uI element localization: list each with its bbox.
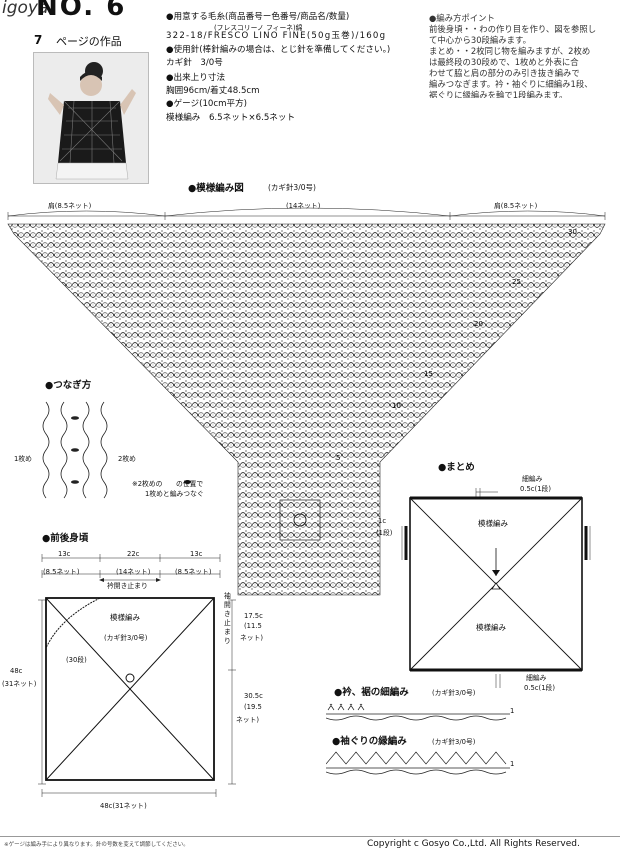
gauge-value: 模様編み 6.5ネット×6.5ネット [166, 113, 296, 123]
body-pattern-label: 模様編み [110, 613, 140, 622]
notes-line: 前後身頃・・わの作り目を作り、図を参照し [429, 24, 597, 34]
center-net-label: (14ネット) [286, 202, 321, 210]
size-value: 胸囲96cm/着丈48.5cm [166, 86, 260, 96]
neck-stop-label: 衿開き止まり [107, 582, 148, 590]
assembly-title: ●まとめ [438, 462, 475, 473]
width-left: 13c [58, 550, 71, 558]
height-top-net: (11.5 [244, 622, 262, 630]
height-bottom-unit: ネット) [236, 716, 260, 724]
height-left: 48c [10, 667, 23, 675]
collar-row-mark: 1 [510, 707, 515, 715]
footer-note: ※ゲージは編み手により異なります。針の号数を変えて調節してください。 [4, 842, 189, 848]
joining-first-label: 1枚め [14, 455, 32, 463]
collar-edging-title: ●衿、裾の細編み [334, 687, 409, 698]
dimension-lines [7, 207, 606, 220]
front-back-title: ●前後身頃 [42, 533, 89, 544]
assembly-diagram [401, 488, 591, 688]
sleeve-edging-chart [326, 751, 510, 775]
center-ring [293, 513, 307, 527]
needle-value: カギ針 3/0号 [166, 58, 223, 68]
rows-label: (30段) [66, 656, 87, 664]
center-ring [279, 499, 321, 541]
yarn-reading: (フレスコリーノ フィーネ)綿 [214, 24, 303, 32]
copyright: Copyright c Gosyo Co.,Ltd. All Rights Re… [367, 839, 580, 849]
size-heading: ●出来上り寸法 [166, 73, 226, 83]
needle-heading: ●使用針(棒針編みの場合は、とじ針を準備してください。) [166, 45, 391, 55]
row-number: 25 [512, 278, 521, 286]
width-right: 13c [190, 550, 203, 558]
pattern-number: NO. 6 [36, 0, 127, 22]
height-left-net: (31ネット) [2, 680, 37, 688]
notes-line: は最終段の30段めで、1枚めと外表に合 [429, 57, 579, 67]
net-mid: (14ネット) [116, 568, 151, 576]
joining-mark-icon [184, 480, 191, 484]
shoulder-right-label: 肩(8.5ネット) [494, 202, 538, 210]
row-number: 20 [474, 320, 483, 328]
notes-line: 裾ぐりに縁編みを輪で1段編みます。 [429, 90, 568, 98]
front-back-diagram [38, 554, 236, 785]
notes-line: わせて脇と肩の部分のみ引き抜き編みで [429, 68, 580, 78]
model-photo [33, 52, 149, 184]
knitting-notes: ●編み方ポイント 前後身頃・・わの作り目を作り、図を参照し て中心から30段編み… [429, 13, 605, 98]
assembly-pattern-top: 模様編み [478, 519, 508, 528]
page-label: ページの作品 [56, 35, 122, 48]
row-number: 5 [336, 454, 340, 462]
row-number: 15 [424, 370, 433, 378]
notes-line: まとめ・・2枚同じ物を編みますが、2枚め [429, 46, 591, 56]
bottom-edge-value: 0.5c(1段) [524, 684, 555, 692]
yarn-line: 322-18/FRESCO LINO FINE(50g玉巻)/160g [166, 31, 387, 41]
yarn-heading: ●用意する毛糸(商品番号ー色番号/商品名/数量) [166, 12, 350, 22]
notes-line: て中心から30段編みます。 [429, 35, 531, 45]
width-mid: 22c [127, 550, 140, 558]
collar-edging-needle: (カギ針3/0号) [432, 689, 476, 697]
row-number: 30 [568, 228, 577, 236]
height-top: 17.5c [244, 612, 263, 620]
joining-diagram [42, 401, 108, 499]
sleeve-edging-title: ●袖ぐりの縁編み [332, 736, 407, 747]
net-right: (8.5ネット) [175, 568, 212, 576]
bottom-width-label: 48c(31ネット) [100, 802, 147, 810]
row-number: 10 [392, 402, 401, 410]
notes-heading: ●編み方ポイント [429, 13, 495, 23]
footer-divider [0, 836, 620, 837]
assembly-pattern-bottom: 模様編み [476, 623, 506, 632]
model-illustration [34, 53, 148, 183]
page-number: 7 [34, 33, 43, 47]
sleeve-row-mark: 1 [510, 760, 515, 768]
side-edge-value: 1c [378, 517, 387, 525]
stitch-chart: 30 25 20 15 10 5 [7, 207, 606, 596]
net-left: (8.5ネット) [43, 568, 80, 576]
chart-title: ●模様編み図 [188, 183, 244, 194]
collar-edging-chart [326, 703, 510, 721]
height-bottom-net: (19.5 [244, 703, 262, 711]
joining-note: ※2枚めの の位置で [132, 480, 204, 488]
top-edge-label: 細編み [522, 475, 543, 483]
joining-second-label: 2枚め [118, 455, 136, 463]
height-top-unit: ネット) [240, 634, 264, 642]
brand-logo: igoya [2, 0, 49, 18]
gauge-heading: ●ゲージ(10cm平方) [166, 99, 248, 109]
height-bottom: 30.5c [244, 692, 263, 700]
bottom-dimension [41, 789, 217, 797]
top-edge-value: 0.5c(1段) [520, 485, 551, 493]
side-edge-rows: (1段) [376, 529, 393, 537]
notes-line: 編みつなぎます。衿・袖ぐりに細編み1段、 [429, 79, 593, 89]
shoulder-left-label: 肩(8.5ネット) [48, 202, 92, 210]
body-needle-label: (カギ針3/0号) [104, 634, 148, 642]
chart-needle: (カギ針3/0号) [268, 183, 316, 192]
joining-title: ●つなぎ方 [45, 380, 92, 391]
sleeve-stop-label: 袖開き止まり [224, 592, 231, 645]
bottom-edge-label: 細編み [526, 674, 547, 682]
joining-note: 1枚めと編みつなぐ [145, 490, 204, 498]
sleeve-edging-needle: (カギ針3/0号) [432, 738, 476, 746]
